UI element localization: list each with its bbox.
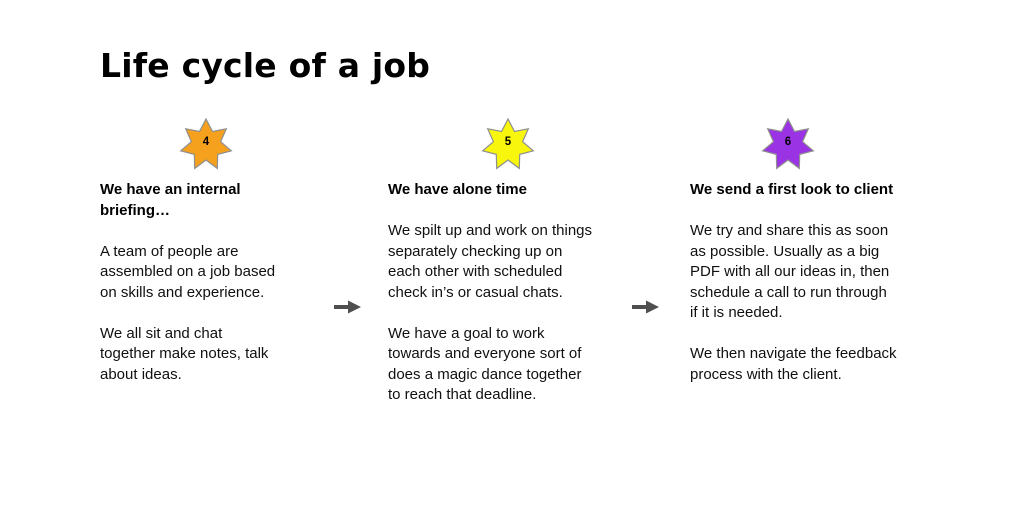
step-6-column: We send a first look to client We try an…	[690, 180, 945, 385]
step-5-badge: 5	[481, 118, 535, 172]
step-paragraph: We spilt up and work on things separatel…	[388, 222, 593, 301]
step-number: 5	[504, 136, 512, 148]
step-paragraph: A team of people are assembled on a job …	[100, 242, 276, 301]
step-4-badge: 4	[179, 118, 233, 172]
star-icon	[481, 118, 535, 170]
step-number: 4	[202, 136, 210, 148]
arrow-right-icon	[632, 300, 659, 314]
star-icon	[179, 118, 233, 170]
step-5-column: We have alone time We spilt up and work …	[388, 180, 640, 406]
step-paragraph: We then navigate the feedback process wi…	[690, 345, 897, 383]
step-6-badge: 6	[761, 118, 815, 172]
step-heading: We send a first look to client	[690, 181, 894, 198]
step-number: 6	[784, 136, 792, 148]
step-heading: We have an internal briefing…	[100, 181, 241, 219]
step-heading: We have alone time	[388, 181, 527, 198]
page-title: Life cycle of a job	[100, 46, 431, 85]
step-paragraph: We try and share this as soon as possibl…	[690, 222, 890, 321]
step-paragraph: We have a goal to work towards and every…	[388, 324, 582, 404]
step-4-column: We have an internal briefing… A team of …	[100, 180, 340, 385]
star-icon	[761, 118, 815, 170]
step-paragraph: We all sit and chat together make notes,…	[100, 324, 269, 383]
arrow-right-icon	[334, 300, 361, 314]
